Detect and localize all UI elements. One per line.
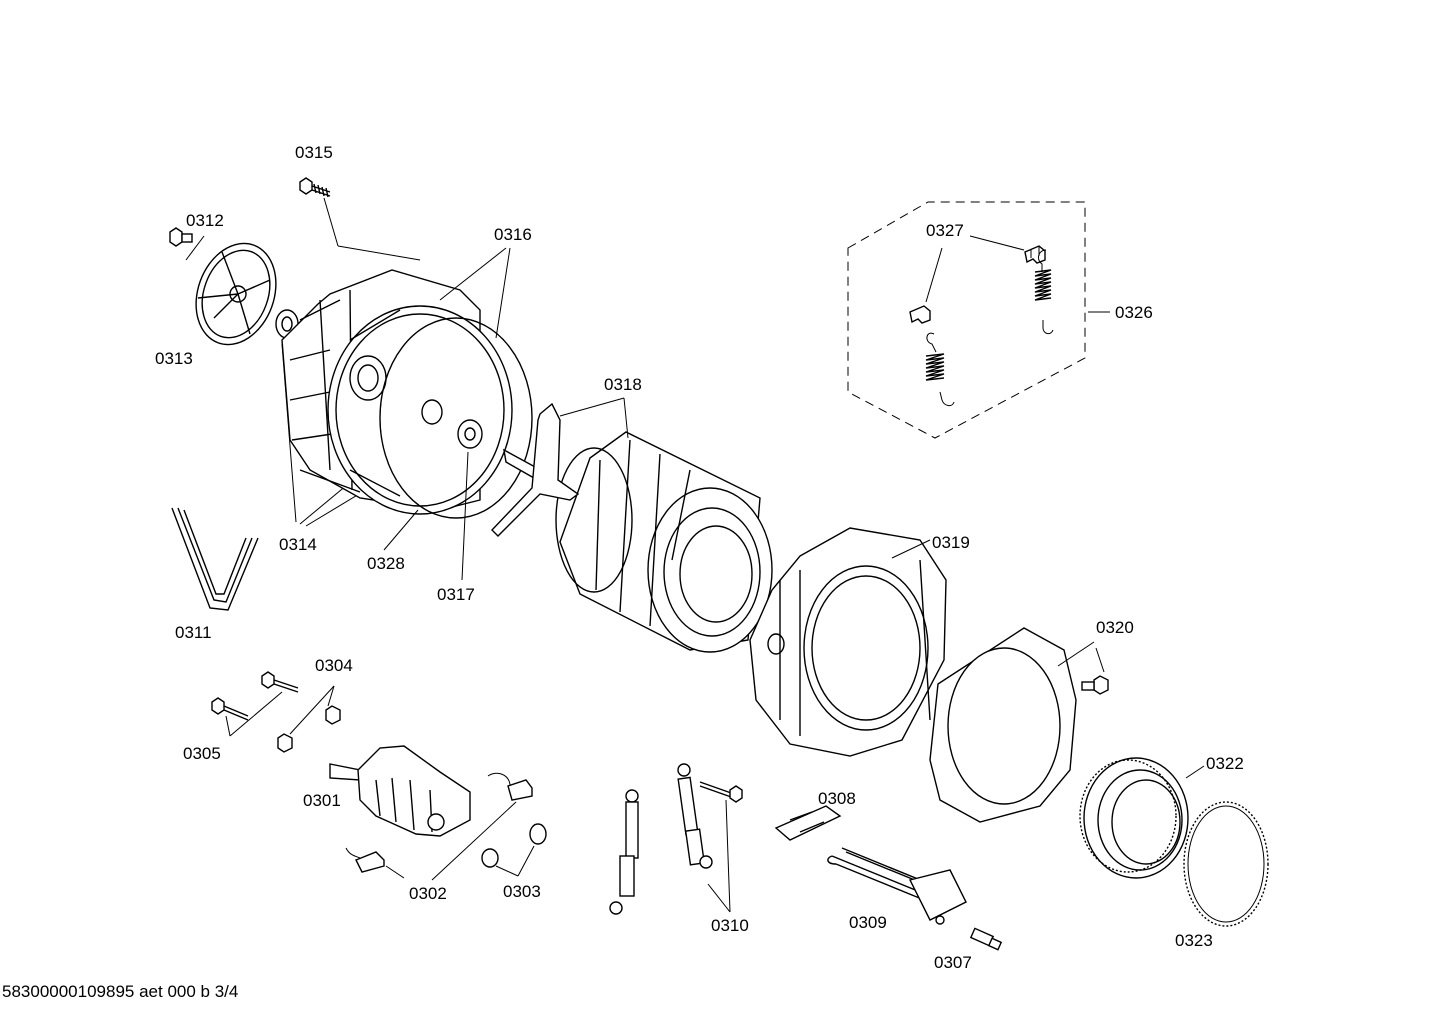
label-0316[interactable]: 0316: [494, 225, 532, 244]
part-0315-screw[interactable]: [299, 177, 331, 198]
label-0303[interactable]: 0303: [503, 882, 541, 901]
part-0323-clamp-ring[interactable]: [1183, 801, 1269, 927]
part-0327-clip-upper[interactable]: [1024, 245, 1046, 264]
part-0309-heater[interactable]: [827, 847, 967, 925]
label-0327[interactable]: 0327: [926, 221, 964, 240]
part-0313-pulley[interactable]: [183, 232, 290, 356]
part-0302-brush-lower[interactable]: [345, 847, 385, 873]
part-0317-flange-seal[interactable]: [457, 419, 483, 449]
part-0301-motor[interactable]: [329, 745, 471, 837]
part-0305-screw-upper[interactable]: [261, 671, 299, 693]
label-0322[interactable]: 0322: [1206, 754, 1244, 773]
part-0303-cap-a[interactable]: [529, 823, 547, 845]
part-0320-screw[interactable]: [1081, 675, 1109, 695]
part-0327-clip-lower[interactable]: [909, 305, 931, 324]
part-0316-rear-tub[interactable]: [281, 269, 513, 515]
label-0305[interactable]: 0305: [183, 744, 221, 763]
part-0304-screw-a[interactable]: [325, 705, 341, 725]
part-0320-counterweight[interactable]: [929, 627, 1077, 823]
label-0308[interactable]: 0308: [818, 789, 856, 808]
part-0328-seal-ring[interactable]: [379, 317, 533, 519]
part-0319-front-tub[interactable]: [749, 527, 947, 757]
part-0307-temperature-sensor[interactable]: [969, 927, 1003, 951]
label-0312[interactable]: 0312: [186, 211, 224, 230]
label-0301[interactable]: 0301: [303, 791, 341, 810]
part-0318-spider-shaft[interactable]: [491, 402, 580, 537]
label-0320[interactable]: 0320: [1096, 618, 1134, 637]
document-id-footer: 58300000109895 aet 000 b 3/4: [2, 982, 239, 1001]
part-0303-cap-b[interactable]: [481, 848, 499, 868]
label-0328[interactable]: 0328: [367, 554, 405, 573]
label-0304[interactable]: 0304: [315, 656, 353, 675]
label-0307[interactable]: 0307: [934, 953, 972, 972]
label-0317[interactable]: 0317: [437, 585, 475, 604]
label-0315[interactable]: 0315: [295, 143, 333, 162]
part-0322-door-seal[interactable]: [1079, 757, 1189, 879]
label-0319[interactable]: 0319: [932, 533, 970, 552]
part-0327-spring-left[interactable]: [925, 332, 955, 407]
part-0311-drive-belt[interactable]: [171, 507, 259, 611]
label-0318[interactable]: 0318: [604, 375, 642, 394]
label-0310[interactable]: 0310: [711, 916, 749, 935]
label-0314[interactable]: 0314: [279, 535, 317, 554]
label-0309[interactable]: 0309: [849, 913, 887, 932]
part-0310-bolt[interactable]: [699, 781, 743, 803]
label-0323[interactable]: 0323: [1175, 931, 1213, 950]
label-0311[interactable]: 0311: [175, 623, 212, 642]
part-0318-drum[interactable]: [555, 431, 773, 653]
part-0305-screw-lower[interactable]: [211, 697, 249, 721]
part-0302-brush-upper[interactable]: [487, 772, 533, 801]
part-0327-spring-right[interactable]: [1034, 249, 1054, 335]
part-0308-sensor-holder[interactable]: [774, 805, 842, 841]
part-0310-shock-absorber-right[interactable]: [677, 763, 713, 869]
label-0302[interactable]: 0302: [409, 884, 447, 903]
part-0304-screw-b[interactable]: [277, 733, 293, 753]
part-0312-bolt[interactable]: [169, 227, 193, 247]
part-0310-shock-absorber-left[interactable]: [609, 789, 639, 915]
label-0326[interactable]: 0326: [1115, 303, 1153, 322]
assembly-0326-boundary: [847, 201, 1086, 439]
label-0313[interactable]: 0313: [155, 349, 193, 368]
